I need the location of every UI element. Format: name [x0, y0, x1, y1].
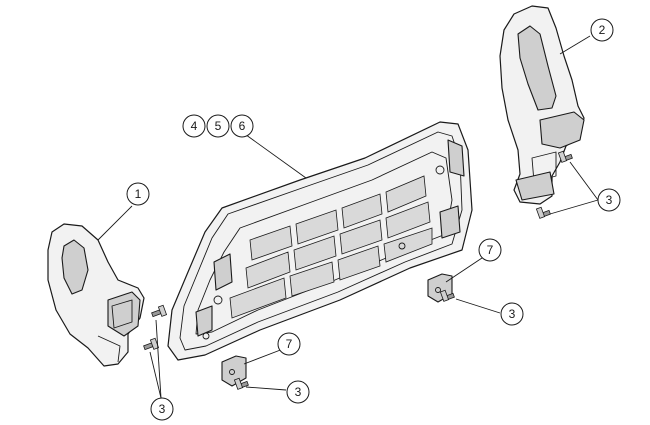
callout-3-right-mid: 3 [500, 302, 524, 326]
callout-4-label: 4 [191, 119, 198, 133]
callout-3-right-mid-label: 3 [509, 307, 516, 321]
callout-3-right-upper-label: 3 [606, 193, 613, 207]
callout-3-left-label: 3 [159, 402, 166, 416]
callout-4: 4 [182, 114, 206, 138]
leader-lines [97, 35, 599, 399]
callout-3-bottom-label: 3 [295, 385, 302, 399]
screw-left-upper [151, 304, 168, 318]
seat-back-panel [167, 121, 473, 361]
callout-7-upper-label: 7 [487, 243, 494, 257]
callout-7-upper: 7 [478, 238, 502, 262]
screw-right-lower [535, 206, 551, 219]
callout-7-lower: 7 [277, 332, 301, 356]
clip-lower [221, 355, 247, 387]
callout-3-bottom: 3 [286, 380, 310, 404]
callout-7-lower-label: 7 [286, 337, 293, 351]
screw-right-mid [439, 289, 455, 302]
callout-2: 2 [590, 18, 614, 42]
callout-3-left: 3 [150, 397, 174, 421]
callout-6-label: 6 [239, 119, 246, 133]
screw-right-upper [557, 150, 573, 163]
screw-left-lower [143, 337, 160, 351]
callout-1: 1 [126, 182, 150, 206]
callout-5-label: 5 [215, 119, 222, 133]
callout-3-right-upper: 3 [597, 188, 621, 212]
screw-bottom [233, 377, 249, 390]
left-armrest [47, 223, 145, 367]
callout-2-label: 2 [599, 23, 606, 37]
callout-6: 6 [230, 114, 254, 138]
callout-1-label: 1 [135, 187, 142, 201]
callout-5: 5 [206, 114, 230, 138]
right-armrest [499, 5, 585, 205]
